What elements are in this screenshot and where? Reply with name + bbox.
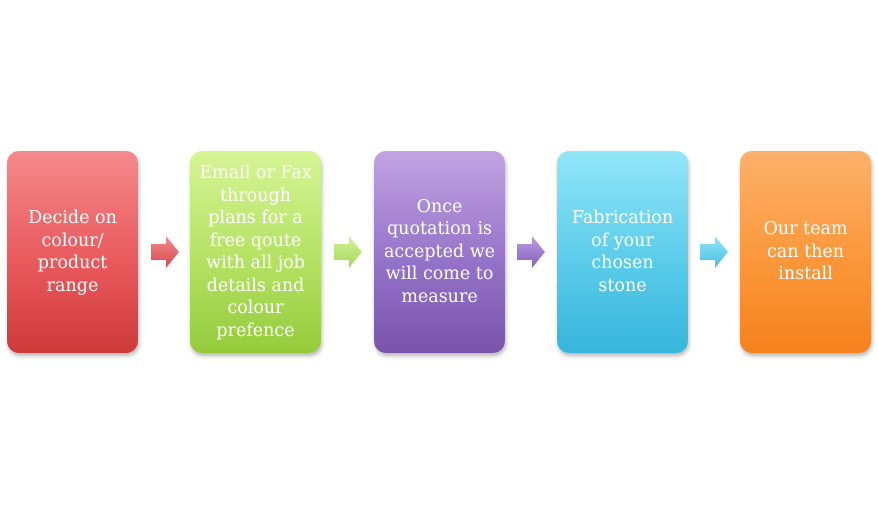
step-email-plans: Email or Fax through plans for a free qo… bbox=[190, 151, 321, 353]
step-email-plans-text: Email or Fax through plans for a free qo… bbox=[199, 163, 312, 341]
step-quotation-measure-text: Once quotation is accepted we will come … bbox=[383, 196, 496, 307]
step-quotation-measure: Once quotation is accepted we will come … bbox=[374, 151, 505, 353]
step-install-text: Our team can then install bbox=[763, 219, 848, 285]
arrow-right-icon bbox=[517, 236, 545, 268]
step-decide-colour-text: Decide on colour/ product range bbox=[28, 208, 117, 296]
step-fabrication-text: Fabrication of your chosen stone bbox=[571, 208, 674, 296]
arrow-right-icon bbox=[151, 236, 179, 268]
step-decide-colour: Decide on colour/ product range bbox=[7, 151, 138, 353]
arrow-right-icon bbox=[700, 236, 728, 268]
step-install: Our team can then install bbox=[740, 151, 871, 353]
step-fabrication: Fabrication of your chosen stone bbox=[557, 151, 688, 353]
arrow-right-icon bbox=[334, 236, 362, 268]
